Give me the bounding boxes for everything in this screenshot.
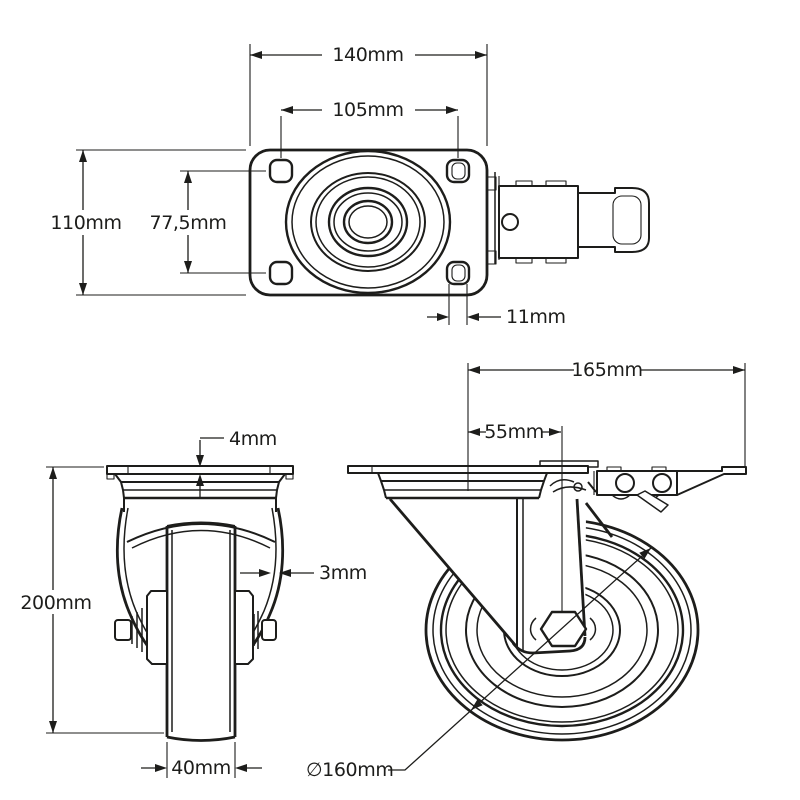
- dim-swivel-offset-label: 55mm: [484, 421, 544, 443]
- dim-wheel-diameter: ∅160mm: [306, 547, 652, 781]
- axle-bolt-head: [114, 619, 132, 641]
- dim-total-height-label: 200mm: [20, 592, 91, 614]
- top-view: 140mm 105mm 110mm 77,5mm: [50, 44, 650, 328]
- side-view: 165mm 55mm ∅160mm: [306, 359, 747, 781]
- dim-total-height: 200mm: [20, 466, 164, 734]
- dim-plate-width-label: 140mm: [332, 44, 403, 66]
- bolt-holes: [268, 158, 471, 286]
- dim-wheel-width: 40mm: [141, 742, 262, 779]
- dim-plate-depth-label: 110mm: [50, 212, 121, 234]
- dim-bolt-hole: 11mm: [427, 284, 566, 328]
- dim-plate-width: 140mm: [249, 44, 488, 146]
- swivel-rings: [284, 149, 452, 295]
- front-hub-axle: [114, 590, 277, 665]
- dim-plate-depth: 110mm: [50, 149, 246, 296]
- dim-plate-thickness: 4mm: [196, 428, 277, 497]
- side-plate: [347, 460, 599, 474]
- dim-bolt-spacing-depth: 77,5mm: [150, 170, 266, 274]
- dim-fork-thickness-label: 3mm: [319, 562, 367, 584]
- dim-bolt-spacing-width-label: 105mm: [332, 99, 403, 121]
- brake-pedal-side: [676, 466, 747, 496]
- brake-release-lever: [636, 490, 669, 513]
- brake-hole: [615, 473, 635, 493]
- dim-fork-thickness: 3mm: [240, 562, 367, 584]
- side-fork: [388, 498, 614, 655]
- dim-plate-length-label: 165mm: [571, 359, 642, 381]
- front-plate-and-swivel: [106, 465, 294, 512]
- side-axis-lines: [467, 363, 563, 612]
- dim-swivel-offset: 55mm: [468, 421, 561, 443]
- front-view: 4mm 3mm 200mm 40mm: [20, 428, 367, 779]
- brake-pedal-top: [486, 172, 650, 265]
- dim-bolt-spacing-width: 105mm: [280, 99, 459, 158]
- dim-bolt-spacing-depth-label: 77,5mm: [150, 212, 227, 234]
- side-brake: [549, 466, 747, 513]
- mounting-plate-top: [248, 148, 489, 297]
- side-swivel-housing: [377, 472, 548, 500]
- dim-wheel-diameter-label: ∅160mm: [306, 759, 393, 781]
- dim-bolt-hole-label: 11mm: [506, 306, 566, 328]
- dim-plate-length: 165mm: [468, 359, 746, 466]
- dim-wheel-width-label: 40mm: [171, 757, 231, 779]
- brake-pivot-hole: [501, 213, 519, 231]
- brake-hole: [652, 473, 672, 493]
- dim-plate-thickness-label: 4mm: [229, 428, 277, 450]
